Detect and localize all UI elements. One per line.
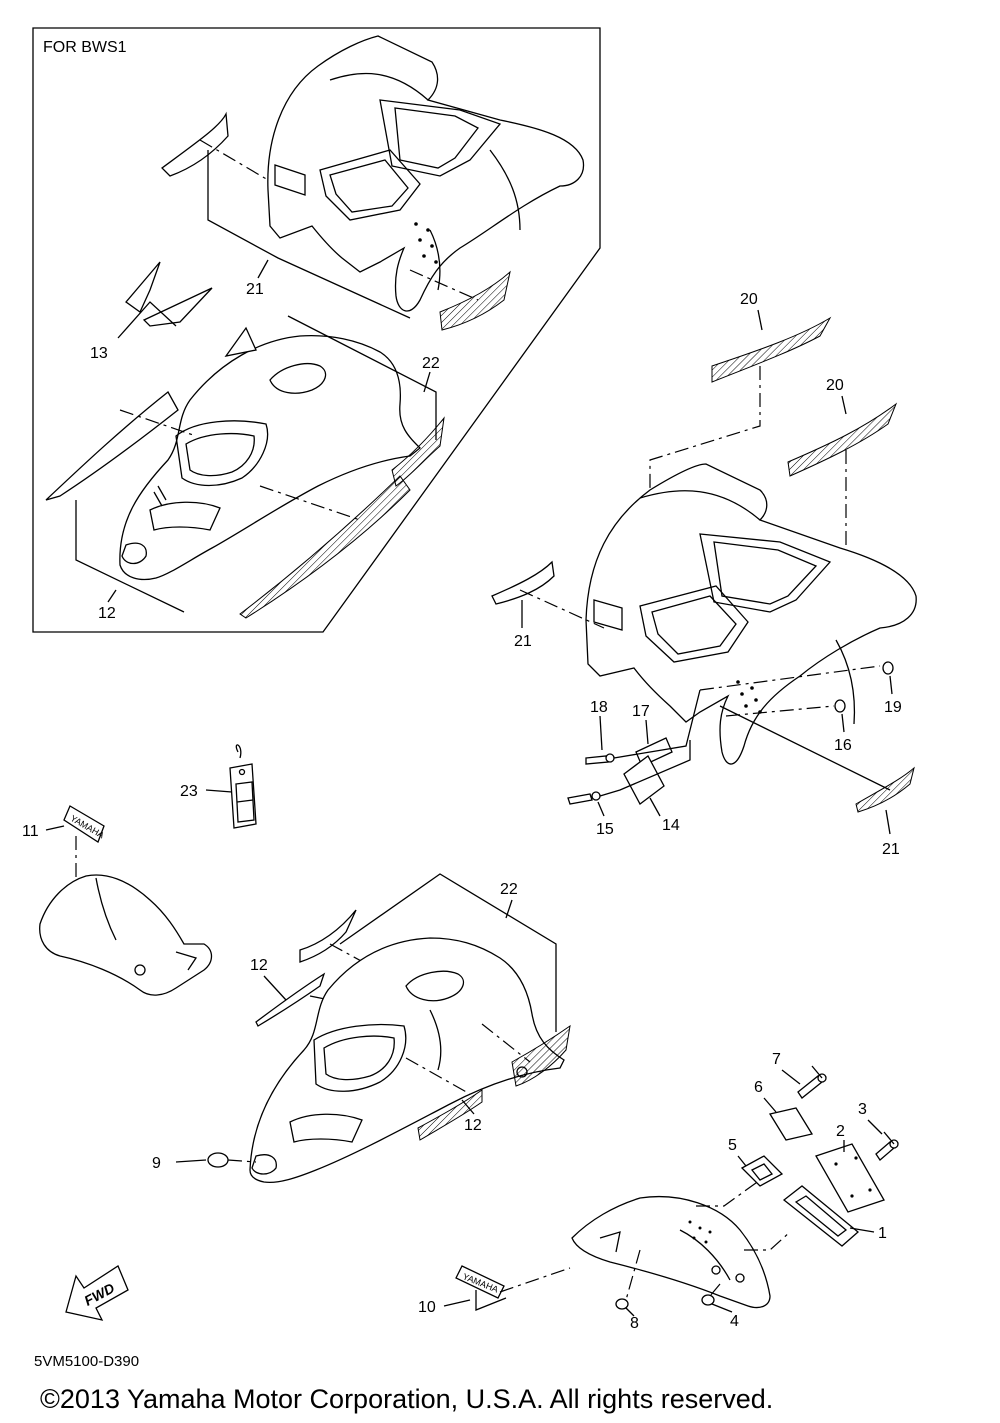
grommet-8 xyxy=(615,1298,629,1310)
grommet-16 xyxy=(834,699,846,713)
leader-1 xyxy=(744,1231,791,1251)
label-18: 18 xyxy=(590,699,608,716)
diagram-code: 5VM5100-D390 xyxy=(34,1353,139,1370)
label-12-right: 12 xyxy=(464,1117,482,1134)
label-23: 23 xyxy=(180,783,198,800)
plate-5 xyxy=(740,1155,784,1187)
label-5: 5 xyxy=(728,1137,737,1154)
label-20-upper: 20 xyxy=(740,291,758,308)
grommet-19 xyxy=(882,661,894,675)
leader-18 xyxy=(613,689,701,759)
inset-bracket-12 xyxy=(75,500,185,613)
rivet-15 xyxy=(567,791,601,805)
label-21-inset: 21 xyxy=(246,281,264,298)
label-13: 13 xyxy=(90,345,108,362)
rivet-3 xyxy=(875,1131,899,1161)
leader-16 xyxy=(725,705,835,717)
inset-decal-12-right xyxy=(239,416,445,619)
label-4: 4 xyxy=(730,1313,739,1330)
rivet-18 xyxy=(585,753,615,765)
leader-5 xyxy=(696,1179,761,1207)
decal-21-right xyxy=(855,766,915,813)
label-21-right: 21 xyxy=(882,841,900,858)
headlight-cover xyxy=(39,874,213,996)
rivet-7 xyxy=(797,1065,827,1099)
decal-20-upper xyxy=(711,316,832,383)
label-22-main: 22 xyxy=(500,881,518,898)
label-7: 7 xyxy=(772,1051,781,1068)
label-16: 16 xyxy=(834,737,852,754)
front-fender xyxy=(249,937,565,1184)
inset-leader-21b xyxy=(409,269,479,301)
grommet-4 xyxy=(701,1294,715,1306)
inset-bracket-13 xyxy=(117,301,177,339)
decal-12-left xyxy=(255,909,357,1027)
label-14: 14 xyxy=(662,817,680,834)
decal-20-lower xyxy=(787,402,898,477)
flap-part-1 xyxy=(782,1185,860,1247)
inset-leader-12a xyxy=(119,409,197,437)
rear-fender xyxy=(585,463,917,765)
inset-front-fender xyxy=(119,334,421,581)
leader-9 xyxy=(227,1159,257,1163)
plate-6 xyxy=(768,1107,814,1141)
leader-4 xyxy=(709,1283,721,1297)
decal-22-side xyxy=(511,1024,571,1087)
forward-arrow-icon: FWD xyxy=(65,1265,129,1321)
plate-2 xyxy=(815,1143,885,1213)
label-22-inset: 22 xyxy=(422,355,440,372)
leader-21-right xyxy=(719,705,891,791)
leader-8 xyxy=(625,1249,641,1301)
decal-11-yamaha: YAMAHA xyxy=(63,805,106,843)
caution-tag-23 xyxy=(229,744,257,829)
bracket-22 xyxy=(339,873,557,1032)
label-21-left: 21 xyxy=(514,633,532,650)
cap-9 xyxy=(207,1152,229,1168)
label-20-lower: 20 xyxy=(826,377,844,394)
inset-decal-13 xyxy=(125,261,257,357)
decal-12-right xyxy=(417,1089,483,1141)
leader-21-left xyxy=(519,589,605,629)
decal-21-left xyxy=(491,560,555,605)
inset-bracket-22 xyxy=(287,315,437,440)
leader-19 xyxy=(699,665,881,691)
label-15: 15 xyxy=(596,821,614,838)
label-3: 3 xyxy=(858,1101,867,1118)
leader-15 xyxy=(599,740,691,797)
leader-10 xyxy=(499,1267,571,1293)
inset-title: FOR BWS1 xyxy=(43,39,127,56)
inset-bracket-21 xyxy=(207,150,411,319)
rear-flap xyxy=(571,1196,771,1309)
leader-20-upper xyxy=(649,366,761,510)
label-11: 11 xyxy=(22,823,39,840)
inset-box-bws1: FOR BWS1 xyxy=(32,27,601,633)
label-6: 6 xyxy=(754,1079,763,1096)
inset-rear-fender xyxy=(267,35,585,312)
label-9: 9 xyxy=(152,1155,161,1172)
inset-decal-21-left xyxy=(161,111,229,177)
leader-12-right xyxy=(405,1057,471,1095)
label-12-inset: 12 xyxy=(98,605,116,622)
label-17: 17 xyxy=(632,703,650,720)
inset-leader-12b xyxy=(259,485,361,521)
bracket-10 xyxy=(475,1290,507,1311)
label-10: 10 xyxy=(418,1299,436,1316)
inset-decal-12-left xyxy=(45,391,179,501)
label-1: 1 xyxy=(878,1225,887,1242)
copyright-notice: ©2013 Yamaha Motor Corporation, U.S.A. A… xyxy=(40,1384,773,1414)
inset-decal-21-right xyxy=(439,270,511,331)
leader-22 xyxy=(481,1023,531,1063)
label-19: 19 xyxy=(884,699,902,716)
inset-leader-21a xyxy=(199,139,269,181)
label-8: 8 xyxy=(630,1315,639,1332)
label-12-left: 12 xyxy=(250,957,268,974)
decal-10-yamaha: YAMAHA xyxy=(455,1265,505,1299)
label-2: 2 xyxy=(836,1123,845,1140)
